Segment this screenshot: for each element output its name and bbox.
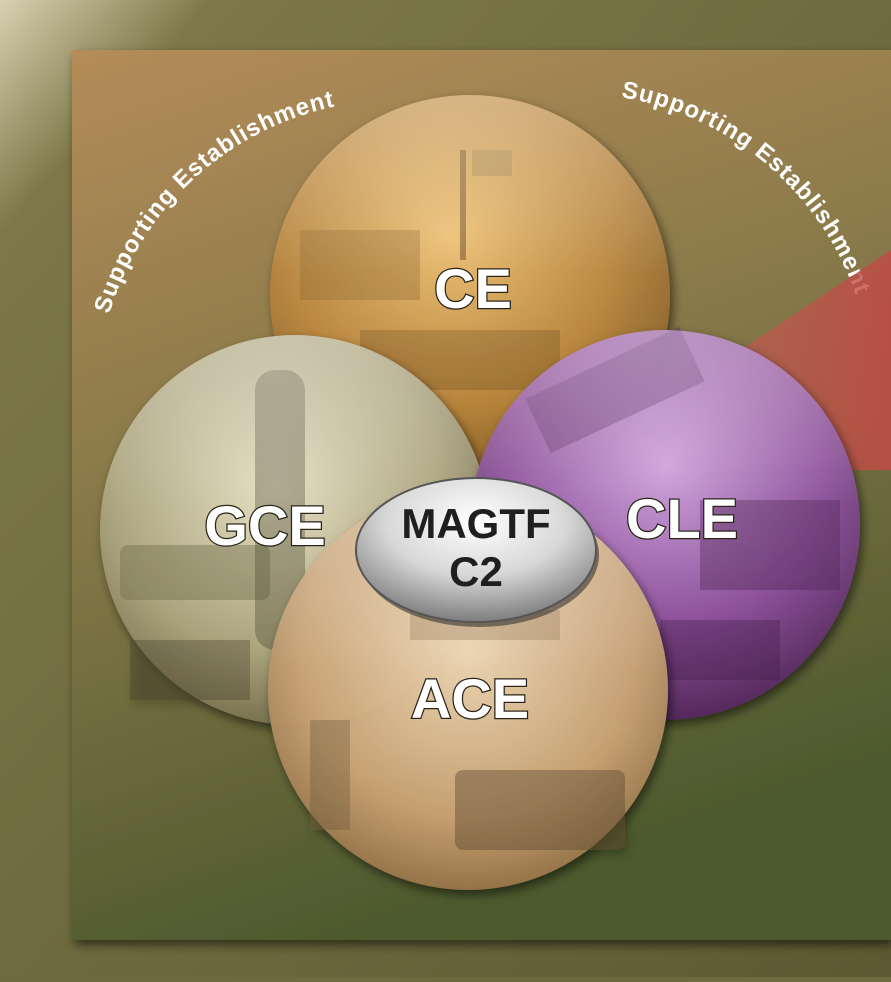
ace-label: ACE: [411, 667, 529, 730]
cle-label: CLE: [626, 487, 738, 550]
magtf-c2-center: MAGTF C2: [355, 477, 599, 627]
center-label-line2: C2: [449, 548, 503, 595]
gce-label: GCE: [204, 494, 325, 557]
center-label-line1: MAGTF: [401, 500, 550, 547]
ce-label: CE: [434, 257, 512, 320]
